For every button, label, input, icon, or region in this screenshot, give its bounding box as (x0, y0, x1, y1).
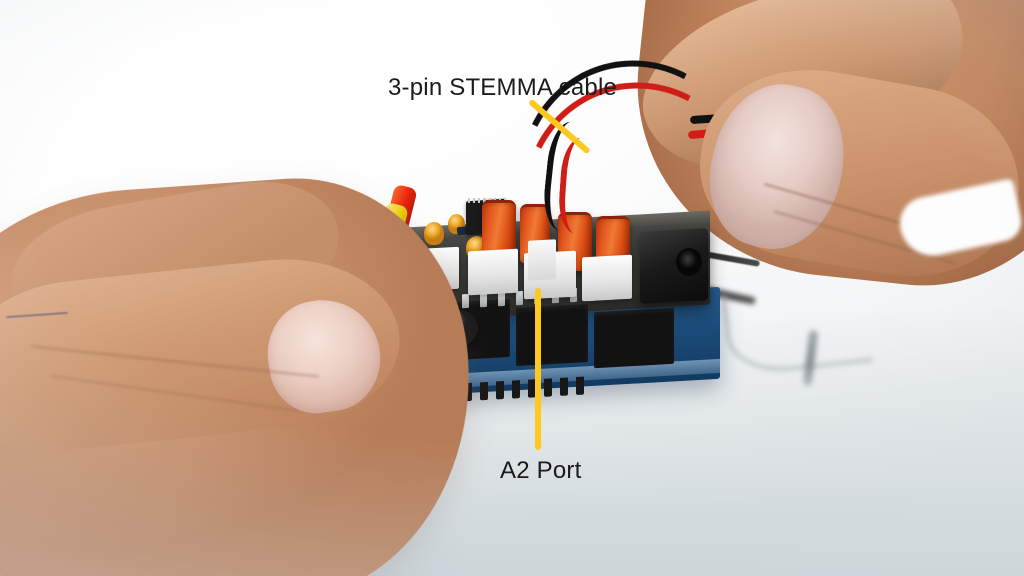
leader-line-port (535, 288, 541, 450)
audio-jack-socket (676, 248, 702, 276)
annotation-label-cable: 3-pin STEMMA cable (388, 74, 618, 101)
disc-capacitor-1 (424, 222, 444, 245)
annotation-label-port: A2 Port (500, 457, 582, 484)
